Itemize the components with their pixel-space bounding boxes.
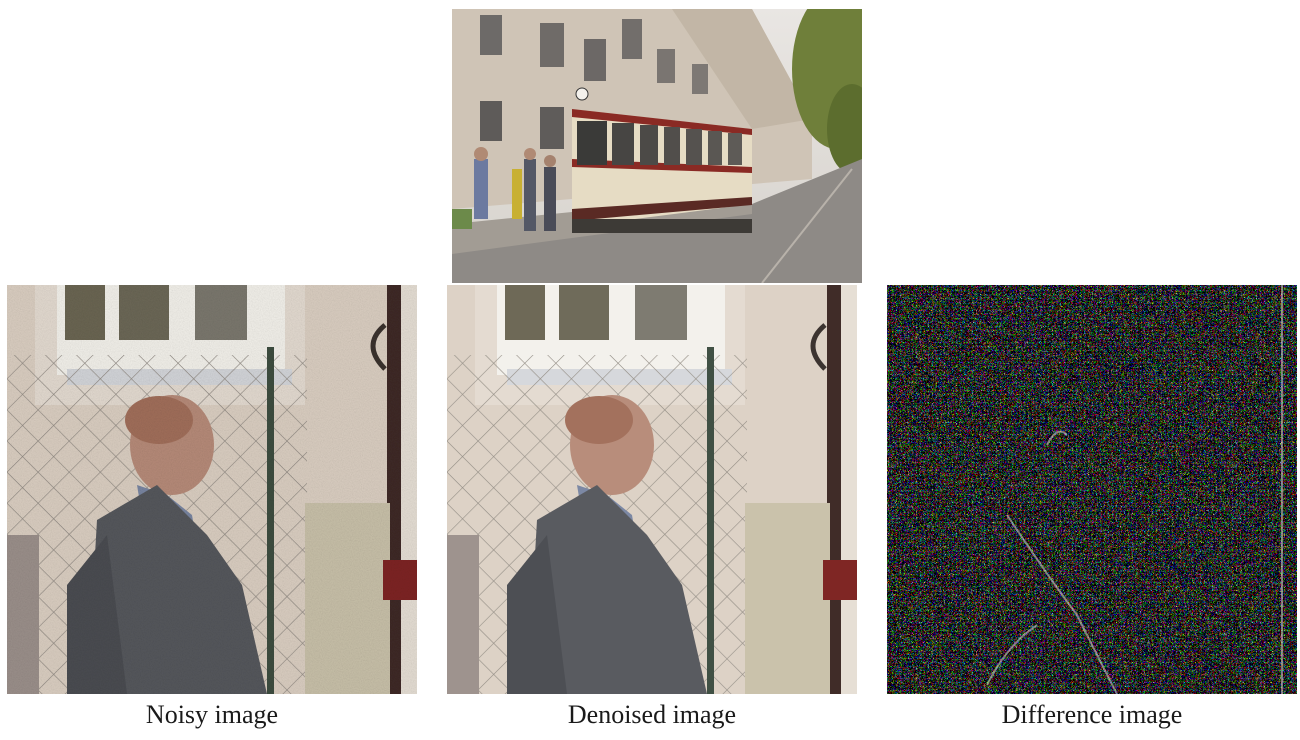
noisy-image bbox=[7, 285, 417, 694]
caption-noisy: Noisy image bbox=[145, 700, 279, 729]
caption-difference: Difference image bbox=[1001, 700, 1183, 729]
tram-reference-image bbox=[452, 9, 862, 283]
caption-denoised: Denoised image bbox=[567, 700, 737, 729]
difference-image bbox=[887, 285, 1297, 694]
denoised-image bbox=[447, 285, 857, 694]
